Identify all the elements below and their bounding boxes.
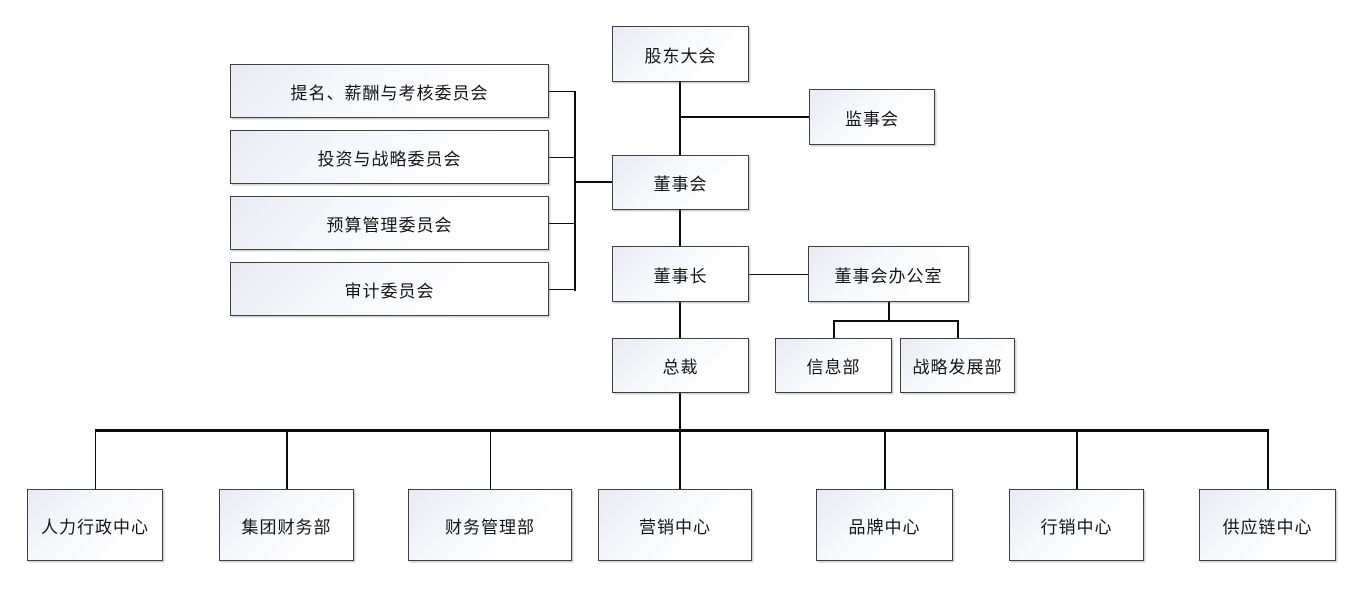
node-dept-group-finance: 集团财务部 <box>219 489 354 561</box>
node-chairman: 董事长 <box>612 246 749 302</box>
connector-board-chairman <box>679 210 681 246</box>
node-dept-financial-mgmt: 财务管理部 <box>408 489 572 561</box>
connector-committee-stub <box>549 90 576 92</box>
connector-shareholders-board <box>679 82 681 155</box>
node-strategic-development-dept: 战略发展部 <box>900 338 1015 393</box>
connector-supervisory-branch <box>679 116 809 118</box>
connector-committee-stub <box>549 222 576 224</box>
node-dept-marketing-center: 营销中心 <box>598 489 752 561</box>
node-committee-audit: 审计委员会 <box>230 262 549 316</box>
connector-committee-stub <box>549 288 576 290</box>
connector-department-drop <box>1076 430 1078 489</box>
connector-committee-trunk <box>574 90 576 291</box>
connector-info-up <box>833 320 835 338</box>
connector-department-drop <box>94 430 96 489</box>
node-dept-hr-admin-center: 人力行政中心 <box>27 489 163 561</box>
connector-committee-stub <box>549 156 576 158</box>
connector-department-drop <box>884 430 886 489</box>
node-shareholders-meeting: 股东大会 <box>612 26 749 82</box>
node-supervisory-board: 监事会 <box>809 89 935 145</box>
node-dept-sales-center: 行销中心 <box>1009 489 1144 561</box>
node-dept-supply-chain-center: 供应链中心 <box>1199 489 1336 561</box>
node-dept-brand-center: 品牌中心 <box>816 489 953 561</box>
connector-trunk-board <box>574 181 612 183</box>
connector-strategy-up <box>957 320 959 338</box>
connector-office-drop <box>888 302 890 321</box>
connector-chairman-office <box>749 273 808 275</box>
connector-department-drop <box>489 430 491 489</box>
node-committee-investment: 投资与战略委员会 <box>230 130 549 184</box>
node-committee-budget: 预算管理委员会 <box>230 196 549 250</box>
node-board-of-directors: 董事会 <box>612 155 749 210</box>
connector-chairman-president <box>679 302 681 338</box>
node-president: 总裁 <box>612 338 749 393</box>
connector-department-drop <box>1267 430 1269 489</box>
connector-department-bus <box>94 429 1269 432</box>
connector-president-drop <box>679 393 681 489</box>
node-board-office: 董事会办公室 <box>808 246 969 302</box>
connector-office-children <box>833 320 959 322</box>
connector-department-drop <box>286 430 288 489</box>
node-committee-nomination: 提名、薪酬与考核委员会 <box>230 64 549 118</box>
node-information-dept: 信息部 <box>775 338 892 393</box>
